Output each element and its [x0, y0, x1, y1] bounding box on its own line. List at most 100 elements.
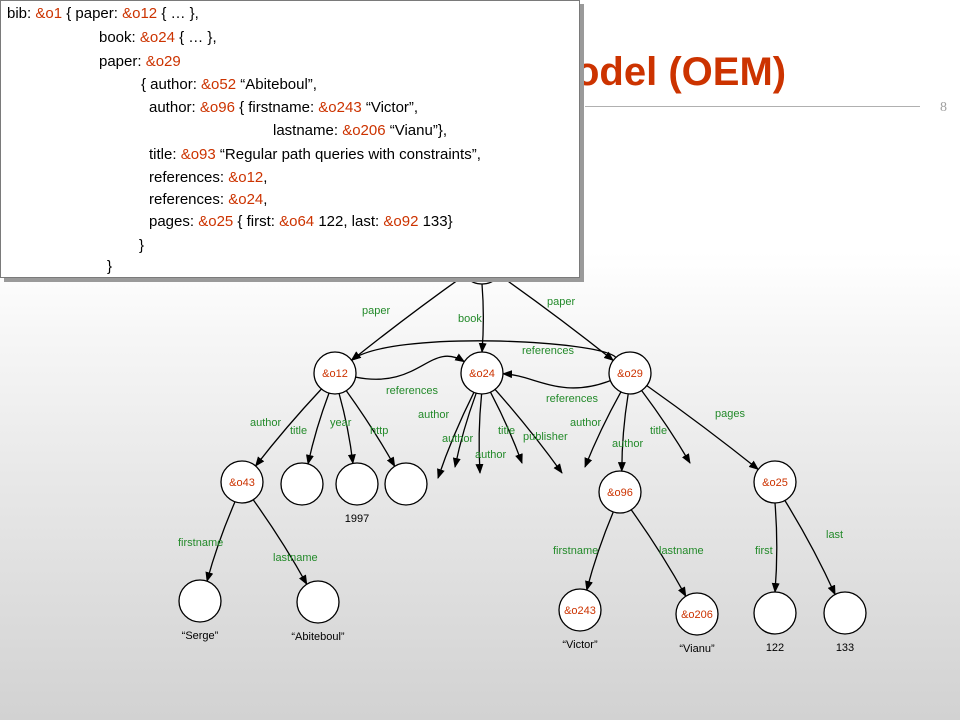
graph-node — [384, 462, 428, 506]
page-number: 8 — [940, 100, 947, 115]
object-id: &o206 — [342, 122, 386, 139]
object-id: &o92 — [383, 213, 419, 230]
edge-label: title — [650, 425, 667, 437]
graph-node — [313, 351, 357, 395]
edge-label: references — [386, 385, 438, 397]
graph-edge — [351, 274, 465, 361]
edge-label: last — [826, 529, 843, 541]
object-id: &o52 — [201, 76, 237, 93]
popup-line: bib: &o1 { paper: &o12 { … }, — [7, 5, 199, 23]
edge-label: title — [498, 425, 515, 437]
popup-line: title: &o93 “Regular path queries with c… — [149, 146, 481, 164]
node-value-label: 1997 — [345, 513, 369, 525]
node-value-label: 133 — [836, 642, 854, 654]
graph-edge — [489, 391, 523, 464]
popup-line: references: &o12, — [149, 169, 267, 187]
popup-text: } — [107, 258, 113, 275]
edge-label: title — [290, 425, 307, 437]
popup-line: book: &o24 { … }, — [99, 29, 217, 47]
graph-edge — [617, 393, 629, 473]
node-oid-label: &o25 — [762, 477, 788, 489]
edge-label: lastname — [659, 545, 704, 557]
node-oid-label: &o206 — [681, 609, 713, 621]
graph-edge — [338, 393, 356, 465]
object-id: &o12 — [122, 5, 158, 22]
node-value-label: “Serge” — [182, 630, 219, 642]
edge-label: author — [418, 409, 450, 421]
graph-edge — [630, 509, 687, 598]
popup-text: title: — [149, 146, 181, 163]
edge-label: http — [370, 425, 388, 437]
popup-line: references: &o24, — [149, 191, 267, 209]
popup-line: { author: &o52 “Abiteboul”, — [141, 76, 317, 94]
graph-node — [558, 588, 602, 632]
popup-text: { first: — [233, 213, 280, 230]
edge-label: author — [612, 438, 644, 450]
graph-edge — [494, 388, 563, 474]
node-oid-label: &o29 — [617, 368, 643, 380]
node-value-label: “Vianu” — [679, 643, 715, 655]
object-id: &o93 — [180, 146, 216, 163]
graph-node — [460, 351, 504, 395]
graph-node — [608, 351, 652, 395]
node-value-label: “Abiteboul” — [291, 631, 345, 643]
popup-text: “Abiteboul”, — [236, 76, 317, 93]
popup-line: pages: &o25 { first: &o64 122, last: &o9… — [149, 213, 453, 231]
object-id: &o24 — [139, 29, 175, 46]
object-id: &o25 — [198, 213, 234, 230]
popup-text: bib: — [7, 5, 36, 22]
edge-label: paper — [362, 305, 390, 317]
popup-text: , — [263, 191, 268, 208]
graph-node — [753, 591, 797, 635]
popup-text: } — [139, 237, 145, 254]
popup-text: paper: — [99, 53, 146, 70]
popup-text: { paper: — [62, 5, 123, 22]
graph-edge — [350, 340, 617, 361]
popup-text: “Regular path queries with constraints”, — [215, 146, 481, 163]
node-oid-label: &o12 — [322, 368, 348, 380]
popup-text: 133} — [418, 213, 453, 230]
graph-node — [335, 462, 379, 506]
object-id: &o29 — [145, 53, 181, 70]
oem-text-popup: bib: &o1 { paper: &o12 { … }, book: &o24 … — [0, 0, 580, 278]
edge-label: publisher — [523, 431, 568, 443]
object-id: &o12 — [228, 169, 264, 186]
edge-label: firstname — [178, 537, 223, 549]
node-oid-label: &o24 — [469, 368, 495, 380]
popup-text: lastname: — [273, 122, 343, 139]
popup-text: “Victor”, — [361, 99, 419, 116]
graph-node — [280, 462, 324, 506]
edge-label: first — [755, 545, 773, 557]
popup-text: author: — [149, 99, 200, 116]
graph-edge — [345, 390, 396, 468]
object-id: &o96 — [199, 99, 235, 116]
graph-edge — [355, 353, 466, 380]
title-divider — [585, 106, 920, 107]
object-id: &o24 — [228, 191, 264, 208]
node-value-label: “Victor” — [562, 639, 598, 651]
popup-line: } — [139, 237, 144, 255]
popup-text: 122, last: — [314, 213, 384, 230]
graph-node — [753, 460, 797, 504]
popup-text: pages: — [149, 213, 199, 230]
edge-label: firstname — [553, 545, 598, 557]
graph-edge — [452, 392, 477, 468]
edge-label: references — [522, 345, 574, 357]
node-oid-label: &o96 — [607, 487, 633, 499]
graph-edge — [646, 385, 759, 471]
popup-text: { … }, — [174, 29, 217, 46]
graph-edge — [205, 501, 236, 583]
graph-node — [598, 470, 642, 514]
graph-edge — [475, 393, 484, 474]
graph-node — [220, 460, 264, 504]
popup-line: } — [107, 258, 112, 276]
popup-text: references: — [149, 191, 229, 208]
edge-label: references — [546, 393, 598, 405]
edge-label: pages — [715, 408, 745, 420]
node-oid-label: &o243 — [564, 605, 596, 617]
graph-edge — [502, 370, 611, 389]
edge-label: author — [475, 449, 507, 461]
edge-label: paper — [547, 296, 575, 308]
graph-edge — [254, 388, 322, 467]
graph-edge — [252, 499, 308, 586]
